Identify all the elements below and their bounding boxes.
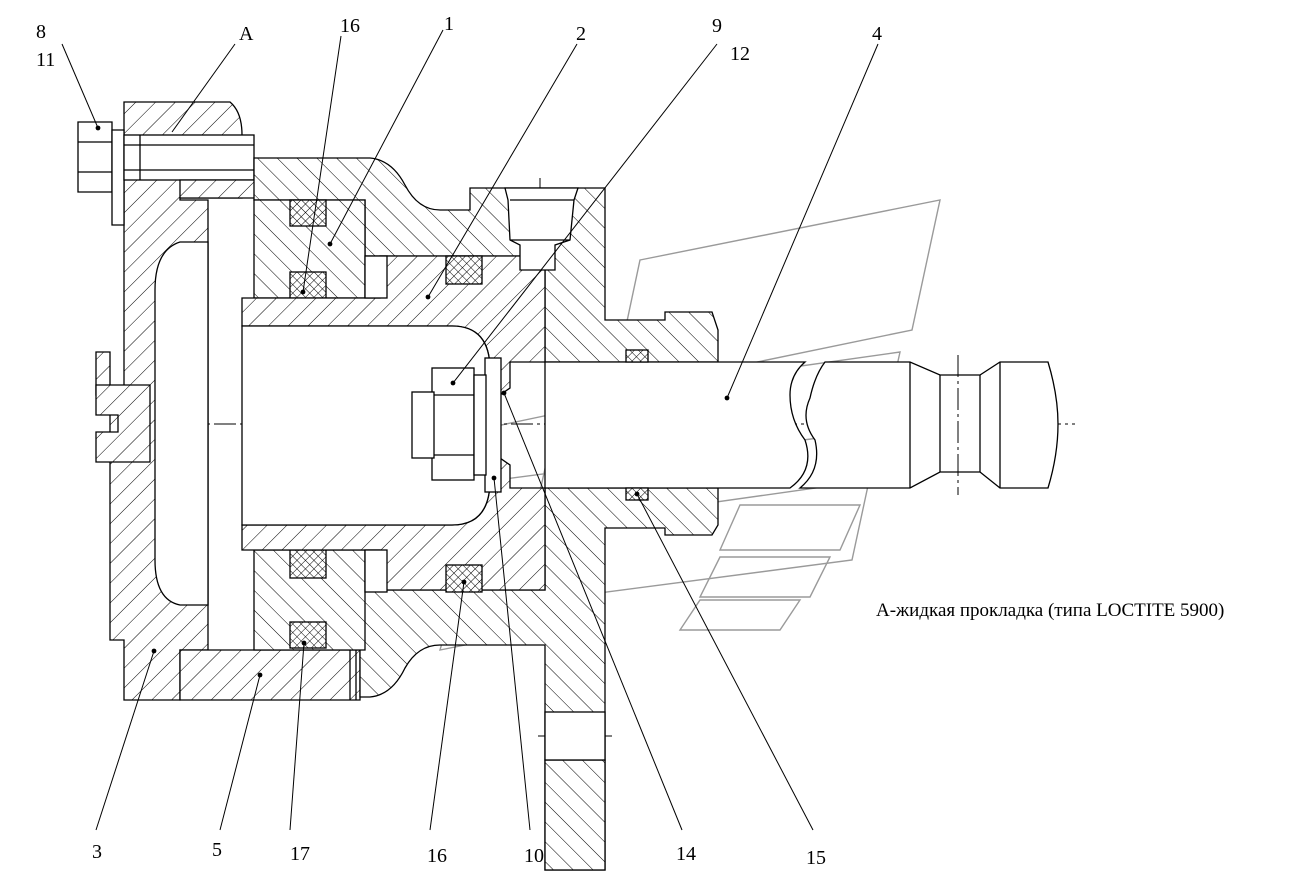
shaft-nut xyxy=(431,367,475,481)
plug-gap-bottom xyxy=(364,549,388,593)
label-17: 17 xyxy=(290,843,310,865)
label-2: 2 xyxy=(576,23,586,45)
label-11: 11 xyxy=(36,49,55,71)
label-3: 3 xyxy=(92,841,102,863)
leader-dots xyxy=(95,125,730,678)
label-1: 1 xyxy=(444,13,454,35)
main-housing-lower xyxy=(359,487,719,871)
seal-16-bottom xyxy=(289,549,327,579)
output-shaft xyxy=(544,361,809,489)
label-a: A xyxy=(239,23,254,45)
drain-plug xyxy=(504,187,579,271)
plug-gap-top xyxy=(364,255,388,299)
end-cover-boss xyxy=(95,384,151,463)
nut-cap xyxy=(411,391,435,459)
label-12: 12 xyxy=(730,43,750,65)
bolt-shank xyxy=(123,134,255,181)
flange-ear xyxy=(544,759,606,871)
label-5: 5 xyxy=(212,839,222,861)
label-16-bottom: 16 xyxy=(427,845,447,867)
bolt-head xyxy=(77,121,113,193)
leaders xyxy=(61,29,879,831)
seal-housing-top xyxy=(445,255,483,285)
seal-17-bottom xyxy=(289,621,327,649)
ring-housing xyxy=(179,649,361,701)
label-15: 15 xyxy=(806,847,826,869)
bolt-washer xyxy=(111,129,125,226)
shaft-seal-top xyxy=(625,349,649,363)
label-10: 10 xyxy=(524,845,544,867)
label-8: 8 xyxy=(36,21,46,43)
seal-housing-bottom xyxy=(445,564,483,593)
label-9: 9 xyxy=(712,15,722,37)
washer-ring xyxy=(473,374,487,476)
washer-10 xyxy=(484,357,502,493)
flange-hole xyxy=(544,711,606,761)
output-shaft-end xyxy=(798,361,1059,489)
label-14: 14 xyxy=(676,843,696,865)
gasket-note: А-жидкая прокладка (типа LOCTITE 5900) xyxy=(876,600,1224,621)
seal-16-top xyxy=(289,199,327,227)
seal-17-top xyxy=(289,271,327,299)
label-16-top: 16 xyxy=(340,15,360,37)
label-4: 4 xyxy=(872,23,882,45)
end-cover-cavity xyxy=(154,241,209,606)
